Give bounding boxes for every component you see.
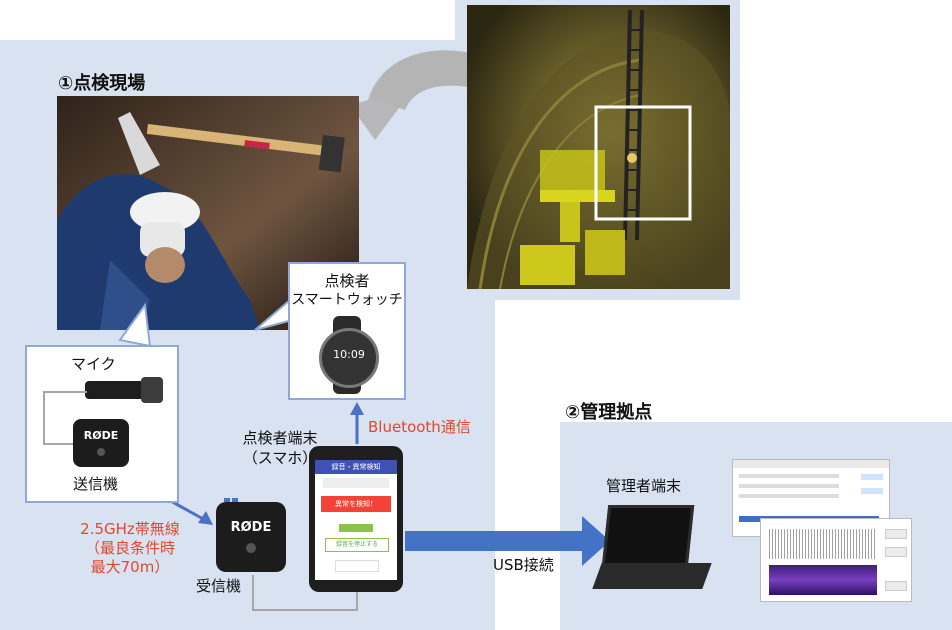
watch-face-time: 10:09	[333, 348, 365, 361]
phone-label-1: 点検者端末	[242, 429, 318, 447]
watch-label-1: 点検者	[324, 272, 370, 290]
site-title: ①点検現場	[58, 73, 146, 94]
smartwatch-callout: 点検者 スマートウォッチ 10:09	[288, 262, 406, 400]
wireless-spec-1: 2.5GHz帯無線	[80, 520, 180, 538]
receiver-label: 受信機	[196, 577, 242, 595]
wireless-spec-3: 最大70m）	[90, 558, 170, 576]
phone-screen: 録音・異常検知 異常を検知！ 録音を停止する	[315, 460, 397, 580]
usb-label: USB接続	[493, 556, 554, 574]
mic-cable	[43, 391, 87, 445]
watch-label-2: スマートウォッチ	[291, 292, 403, 308]
usb-arrow	[405, 516, 610, 566]
admin-screen-window-2	[760, 518, 912, 602]
mic-transmitter-callout: マイク RØDE 送信機	[25, 345, 179, 503]
tunnel-photo	[467, 5, 730, 290]
transmitter-image: RØDE	[73, 419, 129, 467]
transmitter-label: 送信機	[73, 475, 119, 493]
admin-label: 管理者端末	[606, 477, 682, 495]
phone-detect-banner: 異常を検知！	[321, 496, 391, 512]
smartphone: 録音・異常検知 異常を検知！ 録音を停止する	[309, 446, 403, 592]
phone-record-button[interactable]: 録音を停止する	[325, 538, 389, 552]
bluetooth-label: Bluetooth通信	[368, 418, 471, 436]
transmitter-brand: RØDE	[83, 429, 119, 442]
phone-label-2: （スマホ）	[242, 449, 318, 467]
wireless-spec-2: （最良条件時	[84, 539, 175, 557]
receiver-brand: RØDE	[230, 520, 272, 535]
receiver-image: RØDE	[216, 498, 286, 572]
bluetooth-arrow	[350, 402, 364, 444]
mic-label: マイク	[71, 355, 116, 373]
base-title: ②管理拠点	[565, 402, 653, 423]
mic-image	[85, 377, 165, 403]
laptop-image	[592, 505, 715, 597]
phone-app-title: 録音・異常検知	[315, 460, 397, 474]
smartwatch-image: 10:09	[315, 316, 379, 394]
